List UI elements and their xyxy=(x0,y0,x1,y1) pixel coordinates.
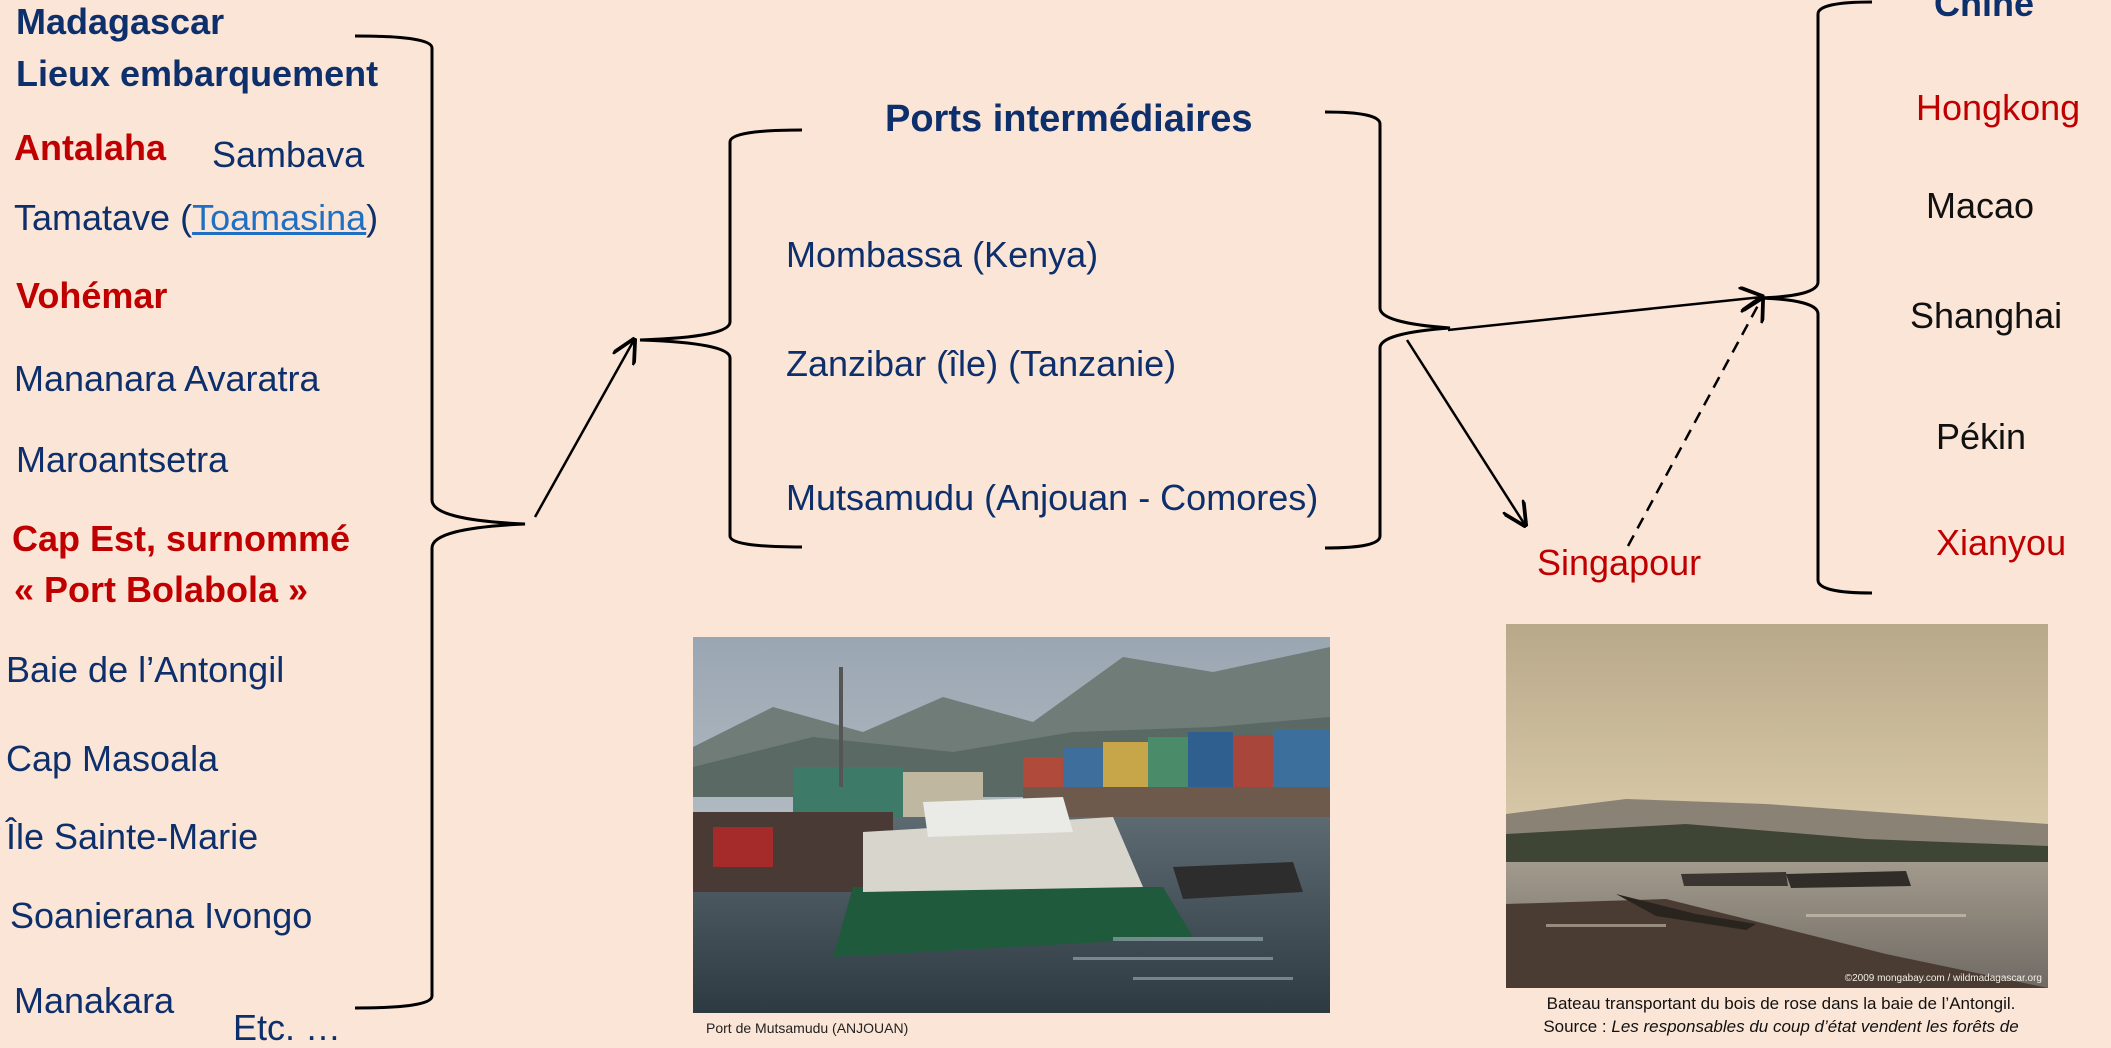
intermediaires-title: Ports intermédiaires xyxy=(885,98,1253,140)
place-antalaha: Antalaha xyxy=(14,127,167,168)
place-port-bolabola: « Port Bolabola » xyxy=(14,569,309,610)
photo-right-caption: Bateau transportant du bois de rose dans… xyxy=(1476,993,2086,1039)
toamasina-link[interactable]: Toamasina xyxy=(192,197,367,238)
city-hongkong: Hongkong xyxy=(1916,87,2081,128)
city-shanghai: Shanghai xyxy=(1910,295,2063,336)
chine-brace xyxy=(1759,0,1873,595)
place-baie-antongil: Baie de l’Antongil xyxy=(6,649,285,690)
photo-left-caption: Port de Mutsamudu (ANJOUAN) xyxy=(706,1020,909,1036)
madagascar-subtitle: Lieux embarquement xyxy=(16,53,379,94)
place-manakara: Manakara xyxy=(14,980,175,1021)
tamatave-prefix: Tamatave ( xyxy=(14,197,193,238)
port-singapour: Singapour xyxy=(1537,542,1702,583)
place-ile-sainte-marie: Île Sainte-Marie xyxy=(6,816,259,857)
intermediaires-brace-right xyxy=(1324,110,1451,550)
city-xianyou: Xianyou xyxy=(1936,522,2067,563)
arrow-intermediaires-to-singapour xyxy=(1405,339,1525,525)
place-cap-est: Cap Est, surnommé xyxy=(12,518,351,559)
port-zanzibar: Zanzibar (île) (Tanzanie) xyxy=(786,343,1177,384)
photo-port-mutsamudu xyxy=(693,637,1330,1013)
madagascar-title: Madagascar xyxy=(16,1,225,42)
tamatave-suffix: ) xyxy=(366,197,379,238)
place-soanierana: Soanierana Ivongo xyxy=(10,895,313,936)
photo-bois-de-rose: ©2009 mongabay.com / wildmadagascar.org xyxy=(1506,624,2048,988)
place-vohemar: Vohémar xyxy=(16,275,168,316)
place-maroantsetra: Maroantsetra xyxy=(16,439,229,480)
place-mananara: Mananara Avaratra xyxy=(14,358,320,399)
place-etc: Etc. … xyxy=(233,1007,342,1048)
port-mombassa: Mombassa (Kenya) xyxy=(786,234,1099,275)
place-sambava: Sambava xyxy=(212,134,365,175)
intermediaires-brace-left xyxy=(639,128,803,549)
arrow-singapour-to-chine xyxy=(1626,298,1762,547)
chine-title: Chine xyxy=(1934,0,2035,24)
madagascar-brace xyxy=(354,34,526,1010)
photo-right-credit: ©2009 mongabay.com / wildmadagascar.org xyxy=(1844,973,2042,984)
arrow-madagascar-to-intermediaires xyxy=(533,340,634,518)
caption-source-title: Les responsables du coup d’état vendent … xyxy=(1611,1016,2019,1036)
caption-source-label: Source : xyxy=(1543,1016,1612,1036)
place-cap-masoala: Cap Masoala xyxy=(6,738,219,779)
place-tamatave: Tamatave (Toamasina) xyxy=(14,200,378,236)
city-macao: Macao xyxy=(1926,185,2035,226)
city-pekin: Pékin xyxy=(1936,416,2027,457)
caption-line-2: Source : Les responsables du coup d’état… xyxy=(1476,1016,2086,1039)
caption-line-1: Bateau transportant du bois de rose dans… xyxy=(1546,994,2016,1013)
port-mutsamudu: Mutsamudu (Anjouan - Comores) xyxy=(786,477,1319,518)
arrow-intermediaires-to-chine xyxy=(1447,297,1762,332)
